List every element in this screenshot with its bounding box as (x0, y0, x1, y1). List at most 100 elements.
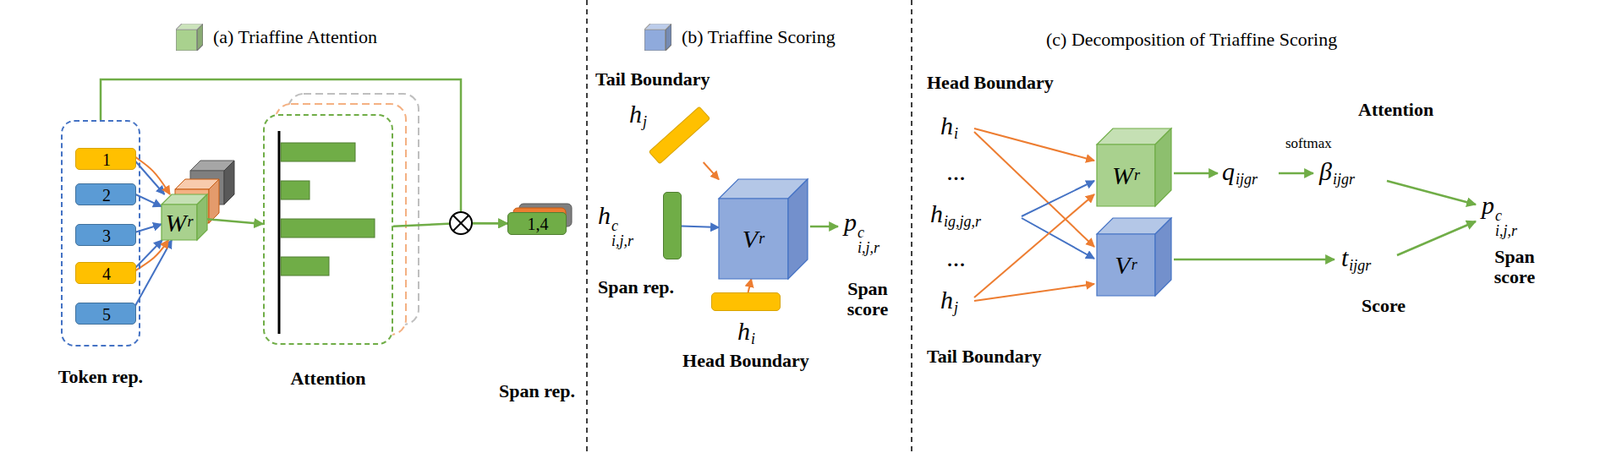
legend-entry: (a) Triaffine Attention (175, 23, 378, 51)
ellipsis: ... (947, 243, 967, 272)
subscript: i (750, 330, 756, 348)
vector-box: 2 (75, 183, 137, 206)
multiply-symbol (449, 212, 472, 235)
attention-bars (280, 257, 329, 276)
subscript: r (1131, 257, 1138, 274)
node-label: Wr (1096, 144, 1156, 207)
symbol-base: p (1481, 191, 1495, 220)
flow-arrow (1386, 180, 1476, 205)
cube-face (644, 29, 666, 51)
superscript: c (611, 218, 634, 234)
legend-entry: (b) Triaffine Scoring (644, 23, 836, 51)
axis-label: Span score (1475, 246, 1554, 288)
connector-arrow (100, 79, 508, 224)
cube-face (718, 198, 789, 280)
cube-face (788, 179, 808, 280)
cube-face (161, 204, 198, 241)
symbol-base: W (164, 208, 187, 237)
flow-arrow (1173, 173, 1476, 260)
math-symbol: hj (940, 285, 959, 318)
swatch-shade (665, 23, 672, 51)
input-arrow (1021, 180, 1095, 217)
group-frame: 12345Token rep. (60, 120, 141, 347)
symbol-base: h (930, 199, 943, 228)
subscript: ijgr (1332, 170, 1355, 188)
vector-box: 1,4Span rep. (507, 212, 567, 236)
attention-bars (280, 180, 310, 200)
span-score: pci,j,r (843, 208, 880, 256)
stacked-frame (263, 93, 419, 346)
subscript: j (953, 299, 959, 317)
cube-face (1096, 234, 1156, 296)
node-label: 4 (76, 263, 137, 285)
vector-box: hiHead Boundary (711, 292, 781, 312)
math-symbol: qijgr (1221, 157, 1258, 189)
vector-box: hci,j,rSpan rep. (663, 191, 682, 260)
input-arrow (974, 128, 1095, 302)
flow-arrow (1173, 258, 1335, 262)
panel-title: (a) Triaffine Attention (213, 26, 378, 49)
connector-arrow (207, 219, 264, 225)
boundary-vector: Tail Boundaryhj (649, 108, 709, 163)
swatch-shade (197, 23, 203, 51)
symbol-base: h (940, 285, 954, 314)
flow-arrow (1173, 172, 1218, 176)
node-caption: Span rep. (597, 277, 674, 298)
node-caption: Attention (290, 368, 366, 390)
superscript: c (1495, 208, 1518, 224)
node-caption: hci,j,r (597, 201, 634, 249)
tensor-cube: Wr (1096, 128, 1172, 207)
attention-bars (280, 142, 356, 162)
connector-arrow (748, 279, 752, 293)
math-symbol: tijgr (1341, 243, 1371, 275)
attention-bars (280, 219, 375, 238)
multiply-symbol (453, 215, 469, 231)
node-caption: Token rep. (58, 367, 143, 388)
input-arrow (974, 131, 1095, 247)
subscript: r (186, 213, 193, 231)
subscript: i,j,r (611, 233, 634, 249)
subscript: r (1134, 167, 1140, 185)
subscript: r (758, 230, 765, 248)
superscript: c (857, 224, 880, 241)
math-symbol: hi (940, 111, 959, 143)
symbol-base: β (1319, 157, 1332, 186)
panel-divider (586, 0, 588, 453)
node-label: Vr (718, 198, 789, 280)
stacked-cube (208, 179, 220, 224)
symbol-base: W (1112, 161, 1134, 190)
node-label: Vr (1096, 234, 1156, 296)
input-arrow (974, 284, 1095, 302)
node-label: 2 (76, 184, 137, 207)
cube-shape (718, 179, 808, 280)
cube-face (197, 194, 208, 241)
group-label: Tail Boundary (926, 346, 1042, 368)
node-caption: Span rep. (498, 381, 576, 402)
score-arrow (810, 225, 839, 229)
vector-box: 5 (75, 302, 137, 325)
legend-swatch (644, 23, 672, 51)
attention-bars (278, 131, 281, 335)
connector-arrow (131, 224, 162, 234)
vector-bar (647, 106, 710, 165)
connector-arrow (703, 162, 719, 180)
flow-arrow (1397, 221, 1476, 256)
group-label: Score (1361, 295, 1406, 317)
score-arrow (810, 225, 839, 229)
operation-label: softmax (1285, 135, 1332, 153)
group-frame: Attention (263, 114, 394, 346)
connector-arrow (131, 240, 172, 313)
subscript: i,j,r (1495, 223, 1518, 239)
cube-face (175, 29, 198, 51)
input-arrow (974, 128, 1095, 161)
swatch-cube (644, 23, 672, 51)
node-label: 5 (76, 303, 137, 326)
subscript: ig,jg,r (943, 213, 981, 231)
node-label: 1,4 (508, 213, 568, 236)
axis-label: Span score (828, 279, 907, 320)
input-arrow (1021, 218, 1095, 259)
stacked-cube (224, 160, 235, 205)
group-label: Attention (1358, 99, 1434, 121)
symbol-base: h (629, 99, 642, 128)
node-label: 3 (76, 224, 137, 247)
